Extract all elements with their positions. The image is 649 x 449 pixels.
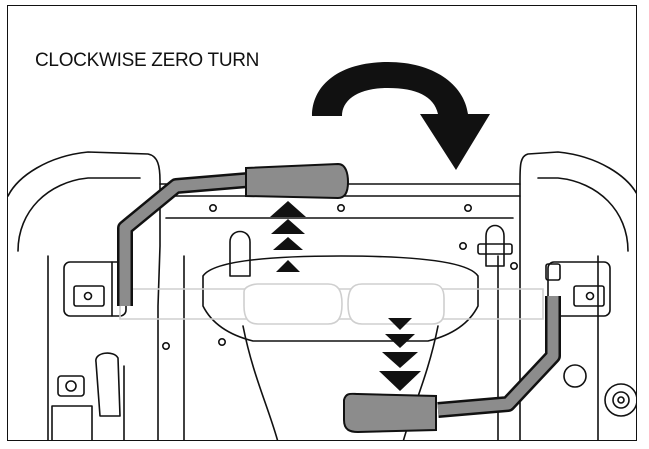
down-arrows-icon xyxy=(379,318,421,391)
up-arrow xyxy=(270,201,306,217)
neutral-handle-bar xyxy=(119,283,544,325)
right-housing xyxy=(547,261,611,317)
left-lever xyxy=(117,162,350,306)
up-arrows-icon xyxy=(270,201,306,272)
mower-diagram xyxy=(8,62,636,440)
throttle-lever xyxy=(95,352,121,417)
right-lever xyxy=(343,296,561,434)
up-arrow xyxy=(273,237,303,250)
down-arrow xyxy=(388,318,412,330)
up-arrow xyxy=(271,219,305,234)
clockwise-arrow-icon xyxy=(312,62,490,170)
left-knob xyxy=(229,230,251,277)
down-arrow xyxy=(382,352,418,368)
right-fender xyxy=(519,151,636,440)
down-arrow xyxy=(379,371,421,391)
diagram-caption: CLOCKWISE ZERO TURN xyxy=(35,50,260,71)
left-fender xyxy=(8,151,161,440)
up-arrow xyxy=(276,260,300,272)
diagram-frame: CLOCKWISE ZERO TURN xyxy=(7,5,637,441)
seat-console xyxy=(202,255,479,342)
down-arrow xyxy=(385,334,415,348)
fuel-cap xyxy=(604,383,636,417)
choke-knob xyxy=(563,364,587,388)
right-latch xyxy=(485,224,505,267)
